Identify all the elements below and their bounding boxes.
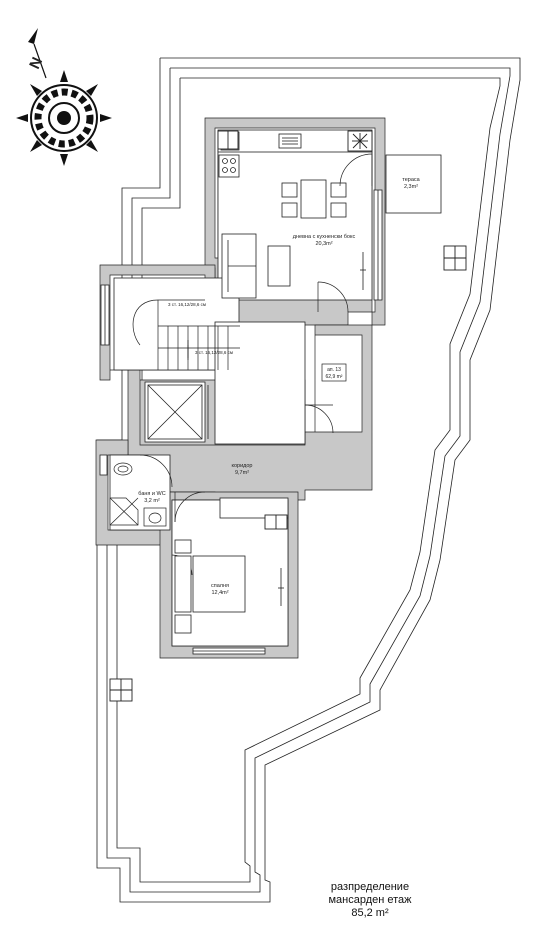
bathroom-fixtures [109, 462, 167, 527]
bedroom-area: 12,4m² [211, 590, 228, 596]
living-room-area: 20,3m² [315, 241, 332, 247]
terrace-name: тераса [402, 177, 420, 183]
corridor-name: коридор [232, 463, 253, 469]
living-room-name: дневна с кухненски бокс [293, 234, 356, 240]
sofa [221, 233, 291, 299]
doors [139, 153, 373, 576]
bedroom-name: спалня [211, 583, 229, 589]
radiators [187, 252, 366, 606]
plan-total-area: 85,2 m² [351, 907, 389, 919]
dining-set [281, 179, 347, 219]
apartment-name: ап. 13 [327, 367, 341, 373]
compass-rose-icon [16, 28, 112, 166]
apartment-area: 62,9 m² [326, 374, 343, 380]
plan-title-line2: мансарден етаж [328, 894, 412, 906]
bathroom-name: баня и WC [138, 491, 165, 497]
north-arrow-icon [28, 28, 38, 44]
bathroom-area: 3,2 m² [144, 498, 160, 504]
staircase [132, 299, 240, 370]
fan-icon [347, 130, 373, 152]
plan-title-block: разпределение мансарден етаж 85,2 m² [300, 881, 440, 920]
stairs-upper-label: 3 ст. 16,12/28,6 см [168, 302, 206, 307]
corridor-area: 9,7m² [235, 470, 249, 476]
ventilation-grid-icon [109, 130, 467, 702]
bedroom-furniture [174, 497, 289, 634]
stairs-lower-label: 3 ст. 16,12/28,6 см [195, 350, 233, 355]
apartment-label-box [321, 363, 347, 382]
elevator-shaft-icon [147, 384, 209, 440]
plan-title-line1: разпределение [330, 881, 410, 893]
windows [99, 189, 383, 655]
room-labels: дневна с кухненски бокс 20,3m² тераса 2,… [138, 177, 420, 596]
terrace-area: 2,3m² [404, 184, 418, 190]
cooktop-icon [218, 154, 240, 178]
